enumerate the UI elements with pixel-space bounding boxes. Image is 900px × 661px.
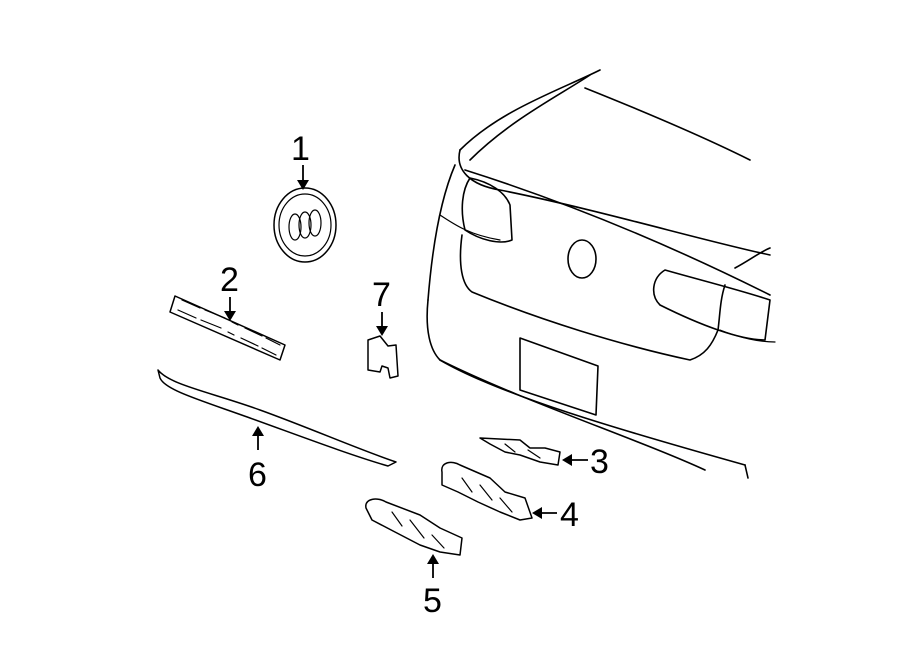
- callout-1: 1: [291, 130, 310, 168]
- cx-badge-icon: [365, 498, 463, 556]
- badge-clip-icon: [367, 335, 399, 379]
- tri-shield-emblem-icon: [273, 187, 337, 263]
- trim-molding-icon: [157, 369, 397, 467]
- callout-5: 5: [423, 582, 442, 620]
- callout-arrows: [224, 165, 588, 578]
- vehicle-rear-outline: [426, 69, 776, 479]
- cxs-badge-icon: [479, 437, 561, 466]
- buick-nameplate-icon: [169, 295, 286, 361]
- callout-6: 6: [248, 456, 267, 494]
- callout-3: 3: [590, 443, 609, 481]
- callout-7: 7: [372, 276, 391, 314]
- cxl-badge-icon: [441, 461, 533, 521]
- callout-2: 2: [220, 261, 239, 299]
- callout-4: 4: [560, 496, 579, 534]
